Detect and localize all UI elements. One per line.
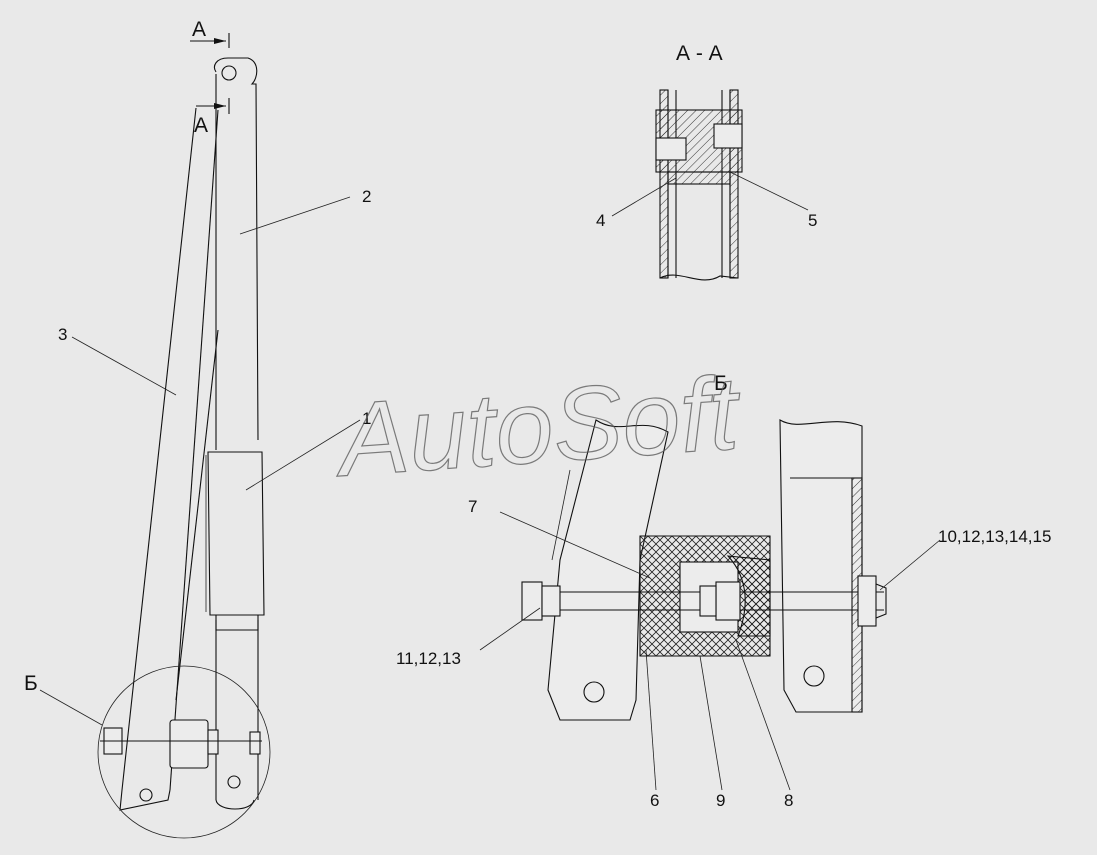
callout-4: 4: [596, 211, 605, 230]
callout-3: 3: [58, 325, 67, 344]
bottom-joint: [100, 719, 262, 769]
view-b-title: Б: [714, 372, 728, 395]
section-a-a: А - А 4 5: [596, 42, 817, 281]
main-assembly-view: А А 2 3 1 Б: [24, 18, 371, 839]
callout-1: 1: [362, 409, 371, 428]
detail-circle-b: [97, 665, 271, 839]
callout-b: Б: [24, 672, 38, 695]
watermark: AutoSoft: [330, 355, 746, 499]
view-b-detail: Б 7 10,12,13,14,15 11,12,13 6: [396, 372, 1051, 810]
part-2-tube: [213, 57, 259, 810]
section-mark-lower: А: [194, 98, 230, 137]
callout-10-12-13-14-15: 10,12,13,14,15: [938, 527, 1051, 546]
section-mark-upper: А: [190, 18, 230, 48]
callout-6: 6: [650, 791, 659, 810]
callout-11-12-13: 11,12,13: [396, 649, 461, 668]
callout-2: 2: [362, 187, 371, 206]
callout-9: 9: [716, 791, 725, 810]
section-mark-lower-label: А: [194, 114, 208, 137]
callout-8: 8: [784, 791, 793, 810]
part-1-sleeve: [205, 451, 265, 631]
callout-7: 7: [468, 497, 477, 516]
section-a-a-title: А - А: [676, 42, 723, 65]
part-3-brace: [119, 107, 219, 811]
callout-5: 5: [808, 211, 817, 230]
section-mark-upper-label: А: [192, 18, 206, 41]
